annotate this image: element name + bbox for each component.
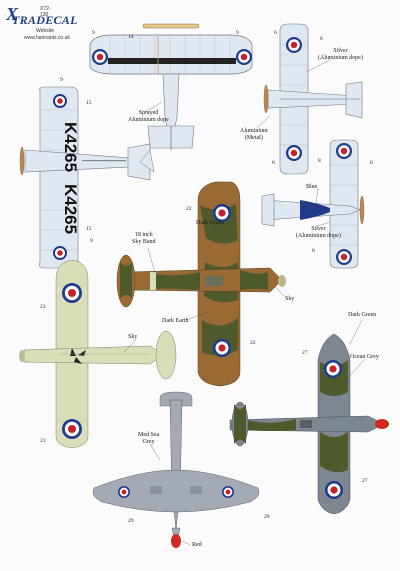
website-label: Website (36, 28, 54, 34)
ref-number-29b: 29 (264, 514, 270, 520)
biplane-side-view (19, 86, 155, 269)
serial-upper: K4265 (60, 122, 80, 172)
ref-number-9a: 9 (92, 30, 95, 36)
ref-number-8a: 8 (320, 36, 323, 42)
ref-number-6b: 6 (272, 160, 275, 166)
callout-dark-green-hurricane: Dark Green (196, 220, 225, 226)
brand-logo: TRADECAL (12, 13, 78, 27)
callout-ocean-grey: Ocean Grey (350, 354, 379, 360)
ref-number-22b: 22 (250, 340, 256, 346)
website-url: www.hannants.co.uk (24, 35, 70, 41)
biplane-underside-view (261, 23, 365, 269)
biplane-top-view (89, 23, 253, 150)
callout-blue: Blue (306, 184, 318, 190)
leader-lines (123, 59, 365, 546)
serial-lower: K4265 (60, 184, 80, 234)
ref-number-27a: 27 (302, 350, 308, 356)
hurricane-underside-view (19, 259, 177, 449)
callout-sky-band: 18 inch Sky Band (132, 232, 156, 245)
callout-silver-aluminium-top: Silver (Aluminium dope) (318, 48, 363, 61)
ref-number-22a: 22 (186, 206, 192, 212)
ref-number-27b: 27 (362, 478, 368, 484)
spitfire-underside-view (92, 391, 260, 548)
spitfire-top-view (229, 333, 389, 515)
callout-aluminium-metal: Aluminium (Metal) (240, 128, 268, 141)
callout-sky-hurricane: Sky (285, 296, 295, 302)
ref-number-9c: 9 (60, 77, 63, 83)
ref-number-6c: 6 (370, 160, 373, 166)
ref-number-23a: 23 (40, 304, 46, 310)
sheet-code: X72-130 (40, 6, 51, 18)
callout-sprayed-aluminium: Sprayed Aluminium dope (128, 110, 169, 123)
serial-upper-text: K4265 (61, 122, 80, 173)
ref-number-15b: 15 (86, 226, 92, 232)
callout-silver-aluminium-bottom: Silver (Aluminium dope) (296, 226, 341, 239)
ref-number-6a: 6 (274, 30, 277, 36)
callout-dark-green-spitfire: Dark Green (348, 312, 377, 318)
brand-initial: X (6, 4, 19, 24)
ref-number-15a: 15 (86, 100, 92, 106)
ref-number-8b: 8 (318, 158, 321, 164)
callout-sky-lower: Sky (128, 334, 138, 340)
ref-number-29a: 29 (128, 518, 134, 524)
callout-med-sea-grey: Med Sea Grey (138, 432, 160, 445)
ref-number-9d: 9 (90, 238, 93, 244)
ref-number-6d: 6 (312, 248, 315, 254)
hurricane-top-view (116, 181, 286, 387)
ref-number-9b: 9 (236, 30, 239, 36)
serial-lower-text: K4265 (61, 184, 80, 235)
callout-red: Red (192, 542, 202, 548)
callout-dark-earth: Dark Earth (162, 318, 189, 324)
ref-number-23b: 23 (40, 438, 46, 444)
ref-number-14: 14 (128, 34, 134, 40)
